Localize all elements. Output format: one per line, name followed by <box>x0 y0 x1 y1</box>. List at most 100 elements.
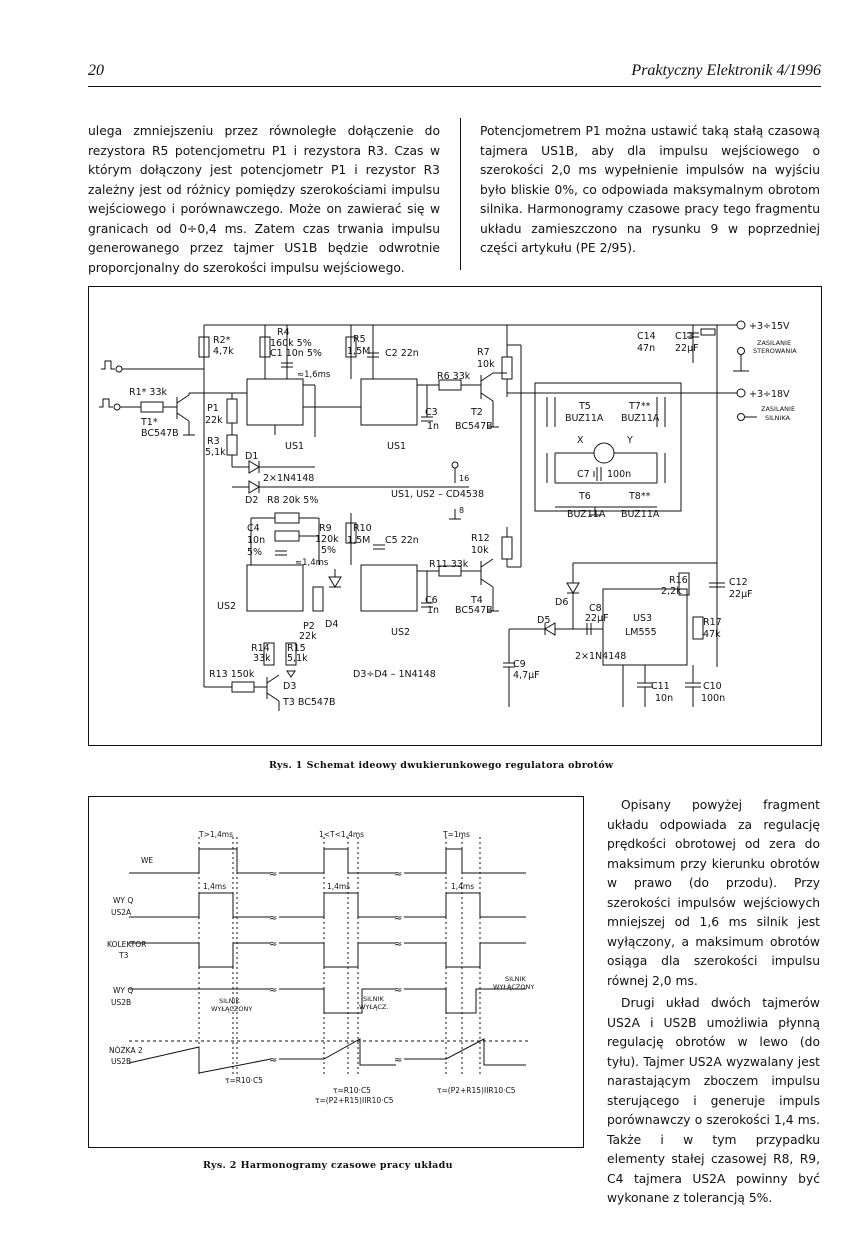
label-p2-value: 22k <box>299 631 317 642</box>
label-c9: C9 <box>513 659 526 670</box>
schematic-frame: R4 160k 5% C1 10n 5% R2* 4,7k R5 1,5M C2… <box>88 286 822 746</box>
label-1-4ms-b: 1,4ms <box>327 882 350 891</box>
row-we: WE <box>141 856 153 865</box>
label-c9-value: 4,7μF <box>513 670 540 681</box>
tau-1: τ=R10·C5 <box>225 1076 263 1085</box>
label-t5-value: BUZ11A <box>565 413 604 424</box>
label-t6-value: BUZ11A <box>567 509 606 520</box>
label-c8-value: 22μF <box>585 613 609 624</box>
label-c11: C11 <box>651 681 670 692</box>
paragraph: Drugi układ dwóch tajmerów US2A i US2B u… <box>607 996 820 1205</box>
label-supply-2b: SILNIKA <box>765 414 791 422</box>
silnik-off-1b: WYŁĄCZONY <box>211 1005 252 1013</box>
label-r17: R17 <box>703 617 722 628</box>
label-r15-value: 5,1k <box>287 653 308 664</box>
label-c12-value: 22μF <box>729 589 753 600</box>
label-us3: US3 <box>633 613 652 624</box>
figure2-title: Harmonogramy czasowe pracy układu <box>240 1160 453 1171</box>
label-t6: T6 <box>578 491 591 502</box>
label-r7-value: 10k <box>477 359 495 370</box>
label-t7: T7** <box>628 401 651 412</box>
column-divider <box>460 118 461 270</box>
label-c2: C2 22n <box>385 348 419 359</box>
label-t8: T8** <box>628 491 651 502</box>
label-t1: T1* <box>140 417 158 428</box>
label-d1: D1 <box>245 451 258 462</box>
label-cd4538: US1, US2 – CD4538 <box>391 489 484 500</box>
label-r1: R1* 33k <box>129 387 168 398</box>
row-wyq-a1: WY Q <box>113 896 133 905</box>
label-r3-value: 5,1k <box>205 447 226 458</box>
label-r4-value: 160k 5% <box>270 338 312 349</box>
label-r16-value: 2,2k <box>661 586 682 597</box>
label-t4-value: BC547B <box>455 605 493 616</box>
label-c6: C6 <box>425 595 438 606</box>
label-r14: R14 <box>251 643 270 654</box>
label-1-6ms: ≈1,6ms <box>297 370 331 380</box>
label-c10: C10 <box>703 681 722 692</box>
label-p2: P2 <box>303 621 315 632</box>
label-t4: T4 <box>470 595 483 606</box>
tau-3: τ=(P2+R15)IIR10·C5 <box>315 1096 394 1105</box>
label-c13-value: 22μF <box>675 343 699 354</box>
paragraph: ulega zmniejszeniu przez równoległe dołą… <box>88 124 440 275</box>
label-c10-value: 100n <box>701 693 725 704</box>
svg-text:≈: ≈ <box>394 869 402 880</box>
figure2-number: Rys. 2 <box>203 1160 237 1171</box>
label-c7: C7 <box>577 469 590 480</box>
label-t8-value: BUZ11A <box>621 509 660 520</box>
svg-text:≈: ≈ <box>269 985 277 996</box>
label-r15: R15 <box>287 643 306 654</box>
text-column-2: Potencjometrem P1 można ustawić taką sta… <box>480 122 820 259</box>
header-rule <box>88 86 821 87</box>
tau-4: τ=(P2+R15)IIR10·C5 <box>437 1086 516 1095</box>
row-noz-1: NÓŻKA 2 <box>109 1046 143 1055</box>
label-c6-value: 1n <box>427 605 439 616</box>
label-p1-value: 22k <box>205 415 223 426</box>
silnik-off-2a: SILNIK <box>363 995 384 1003</box>
tau-2: τ=R10·C5 <box>333 1086 371 1095</box>
label-d3d4: D3÷D4 – 1N4148 <box>353 669 436 680</box>
label-c4-value: 10n <box>247 535 265 546</box>
label-c4-tol: 5% <box>247 547 262 558</box>
label-t5: T5 <box>578 401 591 412</box>
label-c11-value: 10n <box>655 693 673 704</box>
paragraph: Potencjometrem P1 można ustawić taką sta… <box>480 124 820 255</box>
label-supply-1a: ZASILANIE <box>757 339 791 347</box>
figure1-number: Rys. 1 <box>269 760 303 771</box>
label-r13: R13 150k <box>209 669 255 680</box>
label-supply-2a: ZASILANIE <box>761 405 795 413</box>
label-c3-value: 1n <box>427 421 439 432</box>
row-wyq-a2: US2A <box>111 908 132 917</box>
row-noz-2: US2B <box>111 1057 131 1066</box>
label-r17-value: 47k <box>703 629 721 640</box>
label-supply-1: +3÷15V <box>749 321 790 332</box>
label-r9: R9 <box>319 523 332 534</box>
label-supply-1b: STEROWANIA <box>753 347 797 355</box>
label-r16: R16 <box>669 575 688 586</box>
timing-top-2: 1<T<1,4ms <box>319 830 364 839</box>
silnik-off-3b: WYŁĄCZONY <box>493 983 534 991</box>
label-c8: C8 <box>589 603 602 614</box>
label-us2b: US2 <box>391 627 410 638</box>
journal-title: Praktyczny Elektronik 4/1996 <box>631 62 821 79</box>
figure1-title: Schemat ideowy dwukierunkowego regulator… <box>306 760 614 771</box>
label-us3-value: LM555 <box>625 627 657 638</box>
svg-text:≈: ≈ <box>269 913 277 924</box>
label-r10-value: 1,5M <box>347 535 370 546</box>
timing-diagram: ≈≈ ≈≈ ≈≈ ≈≈ ≈≈ T>1,4ms 1<T<1,4ms T=1ms W… <box>107 830 534 1105</box>
label-r11: R11 33k <box>429 559 469 570</box>
label-p1: P1 <box>207 403 219 414</box>
label-1-4ms-c: 1,4ms <box>451 882 474 891</box>
row-kol-2: T3 <box>118 951 129 960</box>
label-t1-value: BC547B <box>141 428 179 439</box>
svg-text:≈: ≈ <box>269 1055 277 1066</box>
silnik-off-1a: SILNIK <box>219 997 240 1005</box>
label-c1: C1 10n 5% <box>270 348 322 359</box>
label-r7: R7 <box>477 347 490 358</box>
label-r5: R5 <box>353 334 366 345</box>
timing-top-1: T>1,4ms <box>198 830 233 839</box>
label-r2: R2* <box>213 335 231 346</box>
